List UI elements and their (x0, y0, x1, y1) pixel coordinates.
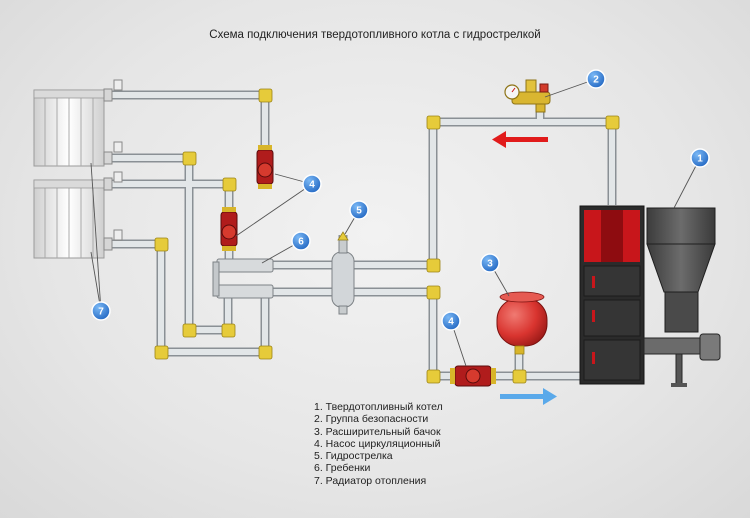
flow-arrow-blue (500, 388, 557, 405)
circulation-pump-icon (450, 365, 496, 387)
circulation-pump-icon (256, 145, 274, 189)
svg-text:7: 7 (98, 307, 104, 318)
svg-text:4: 4 (309, 180, 315, 191)
legend-item: 2. Группа безопасности (314, 413, 429, 426)
hydraulic-separator-icon (331, 231, 355, 315)
svg-text:2: 2 (593, 75, 599, 86)
svg-text:4: 4 (448, 317, 454, 328)
callout-6: 6 (291, 231, 311, 251)
diagram-title: Схема подключения твердотопливного котла… (209, 29, 541, 41)
callout-4-top: 4 (302, 174, 322, 194)
callout-1: 1 (690, 148, 710, 168)
legend-item: 4. Насос циркуляционный (314, 437, 441, 450)
circulation-pump-icon (220, 207, 238, 251)
radiator-icon (33, 79, 123, 167)
legend-item: 7. Радиатор отопления (314, 474, 427, 487)
callout-5: 5 (349, 200, 369, 220)
svg-text:1: 1 (697, 154, 703, 165)
expansion-tank-icon (496, 291, 548, 355)
radiator-icon (33, 171, 123, 259)
manifold-icon (212, 258, 274, 299)
svg-text:5: 5 (356, 206, 362, 217)
solid-fuel-boiler-icon (579, 205, 721, 387)
legend-list: 1. Твердотопливный котел 2. Группа безоп… (314, 401, 443, 487)
legend-item: 6. Гребенки (314, 462, 371, 475)
callout-3: 3 (480, 253, 500, 273)
svg-text:6: 6 (298, 237, 304, 248)
legend-item: 5. Гидрострелка (314, 450, 393, 463)
flow-arrow-red (492, 131, 548, 148)
callout-4-bottom: 4 (441, 311, 461, 331)
callout-7: 7 (91, 301, 111, 321)
legend-item: 1. Твердотопливный котел (314, 401, 443, 413)
safety-group-icon (504, 79, 551, 113)
legend-item: 3. Расширительный бачок (314, 425, 441, 438)
svg-text:3: 3 (487, 259, 493, 270)
pipe-fittings (154, 88, 620, 384)
callout-2: 2 (586, 69, 606, 89)
